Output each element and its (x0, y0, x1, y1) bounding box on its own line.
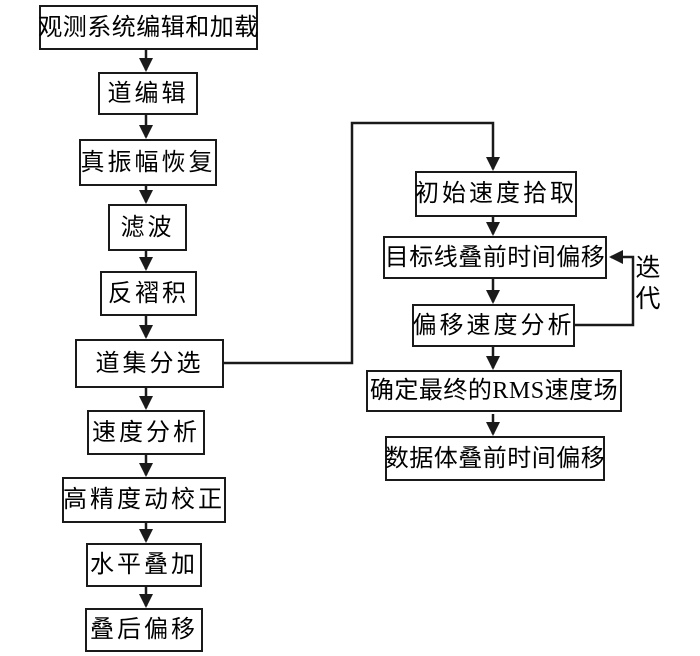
node-filtering: 滤波 (108, 204, 187, 251)
connector-gather-to-initial-velocity (224, 121, 500, 365)
node-post-stack-migration: 叠后偏移 (85, 608, 203, 652)
node-velocity-analysis: 速度分析 (87, 410, 205, 455)
connector-iteration-feedback (573, 250, 635, 327)
node-final-rms-velocity-field: 确定最终的RMS速度场 (366, 370, 622, 412)
node-horizontal-stack: 水平叠加 (86, 543, 202, 587)
node-migration-velocity-analysis: 偏移速度分析 (412, 304, 575, 347)
node-initial-velocity-picking: 初始速度拾取 (415, 171, 577, 217)
node-survey-edit-load: 观测系统编辑和加载 (38, 5, 258, 50)
node-data-volume-prestack-time-migration: 数据体叠前时间偏移 (385, 436, 605, 481)
iteration-label: 迭代 (635, 255, 661, 314)
node-high-precision-nmo: 高精度动校正 (62, 477, 226, 523)
node-trace-edit: 道编辑 (98, 72, 198, 115)
node-deconvolution: 反褶积 (100, 271, 197, 316)
node-target-line-prestack-time-migration: 目标线叠前时间偏移 (383, 236, 607, 279)
node-gather-sorting: 道集分选 (75, 339, 224, 388)
node-true-amplitude-recovery: 真振幅恢复 (79, 139, 217, 186)
